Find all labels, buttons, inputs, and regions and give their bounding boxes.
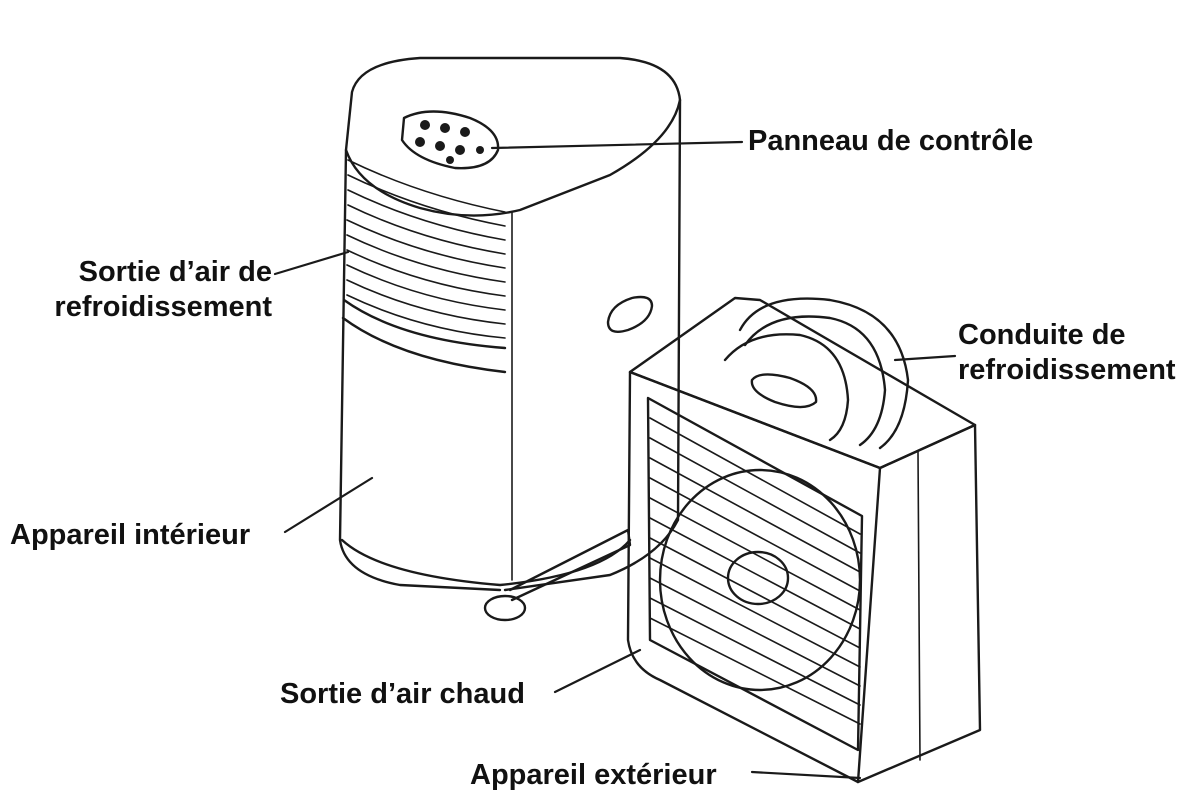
indoor-unit-top <box>344 56 682 217</box>
leader-indoor-unit <box>283 476 374 534</box>
indoor-unit-base <box>340 538 632 587</box>
label-control-panel-text: Panneau de contrôle <box>748 125 1034 157</box>
label-indoor-unit-text: Appareil intérieur <box>10 519 251 551</box>
indoor-unit-drawing <box>338 56 682 622</box>
label-cooling-outlet: Sortie d’air de refroidissement <box>14 255 272 325</box>
leader-cooling-outlet <box>273 250 350 276</box>
cooling-grille <box>346 159 506 339</box>
label-hot-air-outlet-text: Sortie d’air chaud <box>280 678 525 710</box>
outdoor-unit-drawing <box>626 296 982 784</box>
label-outdoor-unit-text: Appareil extérieur <box>470 759 717 791</box>
indoor-unit-left-edge <box>338 148 502 592</box>
outdoor-grille-frame <box>646 396 864 752</box>
label-cooling-outlet-line2: refroidissement <box>54 291 272 323</box>
wheel-icon <box>483 594 527 622</box>
control-panel-buttons <box>415 120 484 164</box>
fan-hub <box>726 550 790 606</box>
label-hot-air-outlet: Sortie d’air chaud <box>280 677 525 712</box>
control-panel-drawing <box>400 110 500 170</box>
cooling-duct-drawing <box>738 297 910 450</box>
label-control-panel: Panneau de contrôle <box>748 124 1033 159</box>
outdoor-carry-slot <box>750 373 818 409</box>
hot-air-grille <box>649 417 861 725</box>
outdoor-unit-side <box>856 423 982 784</box>
label-cooling-duct-line1: Conduite de <box>958 319 1126 351</box>
indoor-unit-waist <box>342 298 507 350</box>
label-cooling-duct: Conduite de refroidissement <box>958 318 1176 388</box>
indoor-unit-right-edge <box>503 98 682 592</box>
fan-ring <box>658 468 862 692</box>
leader-cooling-duct <box>893 354 957 362</box>
indoor-side-handle <box>606 295 654 333</box>
leader-control-panel <box>490 140 744 150</box>
label-cooling-outlet-line1: Sortie d’air de <box>78 256 272 288</box>
label-indoor-unit: Appareil intérieur <box>10 518 250 553</box>
label-cooling-duct-line2: refroidissement <box>958 354 1176 386</box>
leader-hot-air-outlet <box>553 648 642 694</box>
leader-outdoor-unit <box>750 770 862 780</box>
leader-lines <box>273 140 957 780</box>
label-outdoor-unit: Appareil extérieur <box>470 758 717 793</box>
outdoor-unit-front <box>626 370 882 784</box>
